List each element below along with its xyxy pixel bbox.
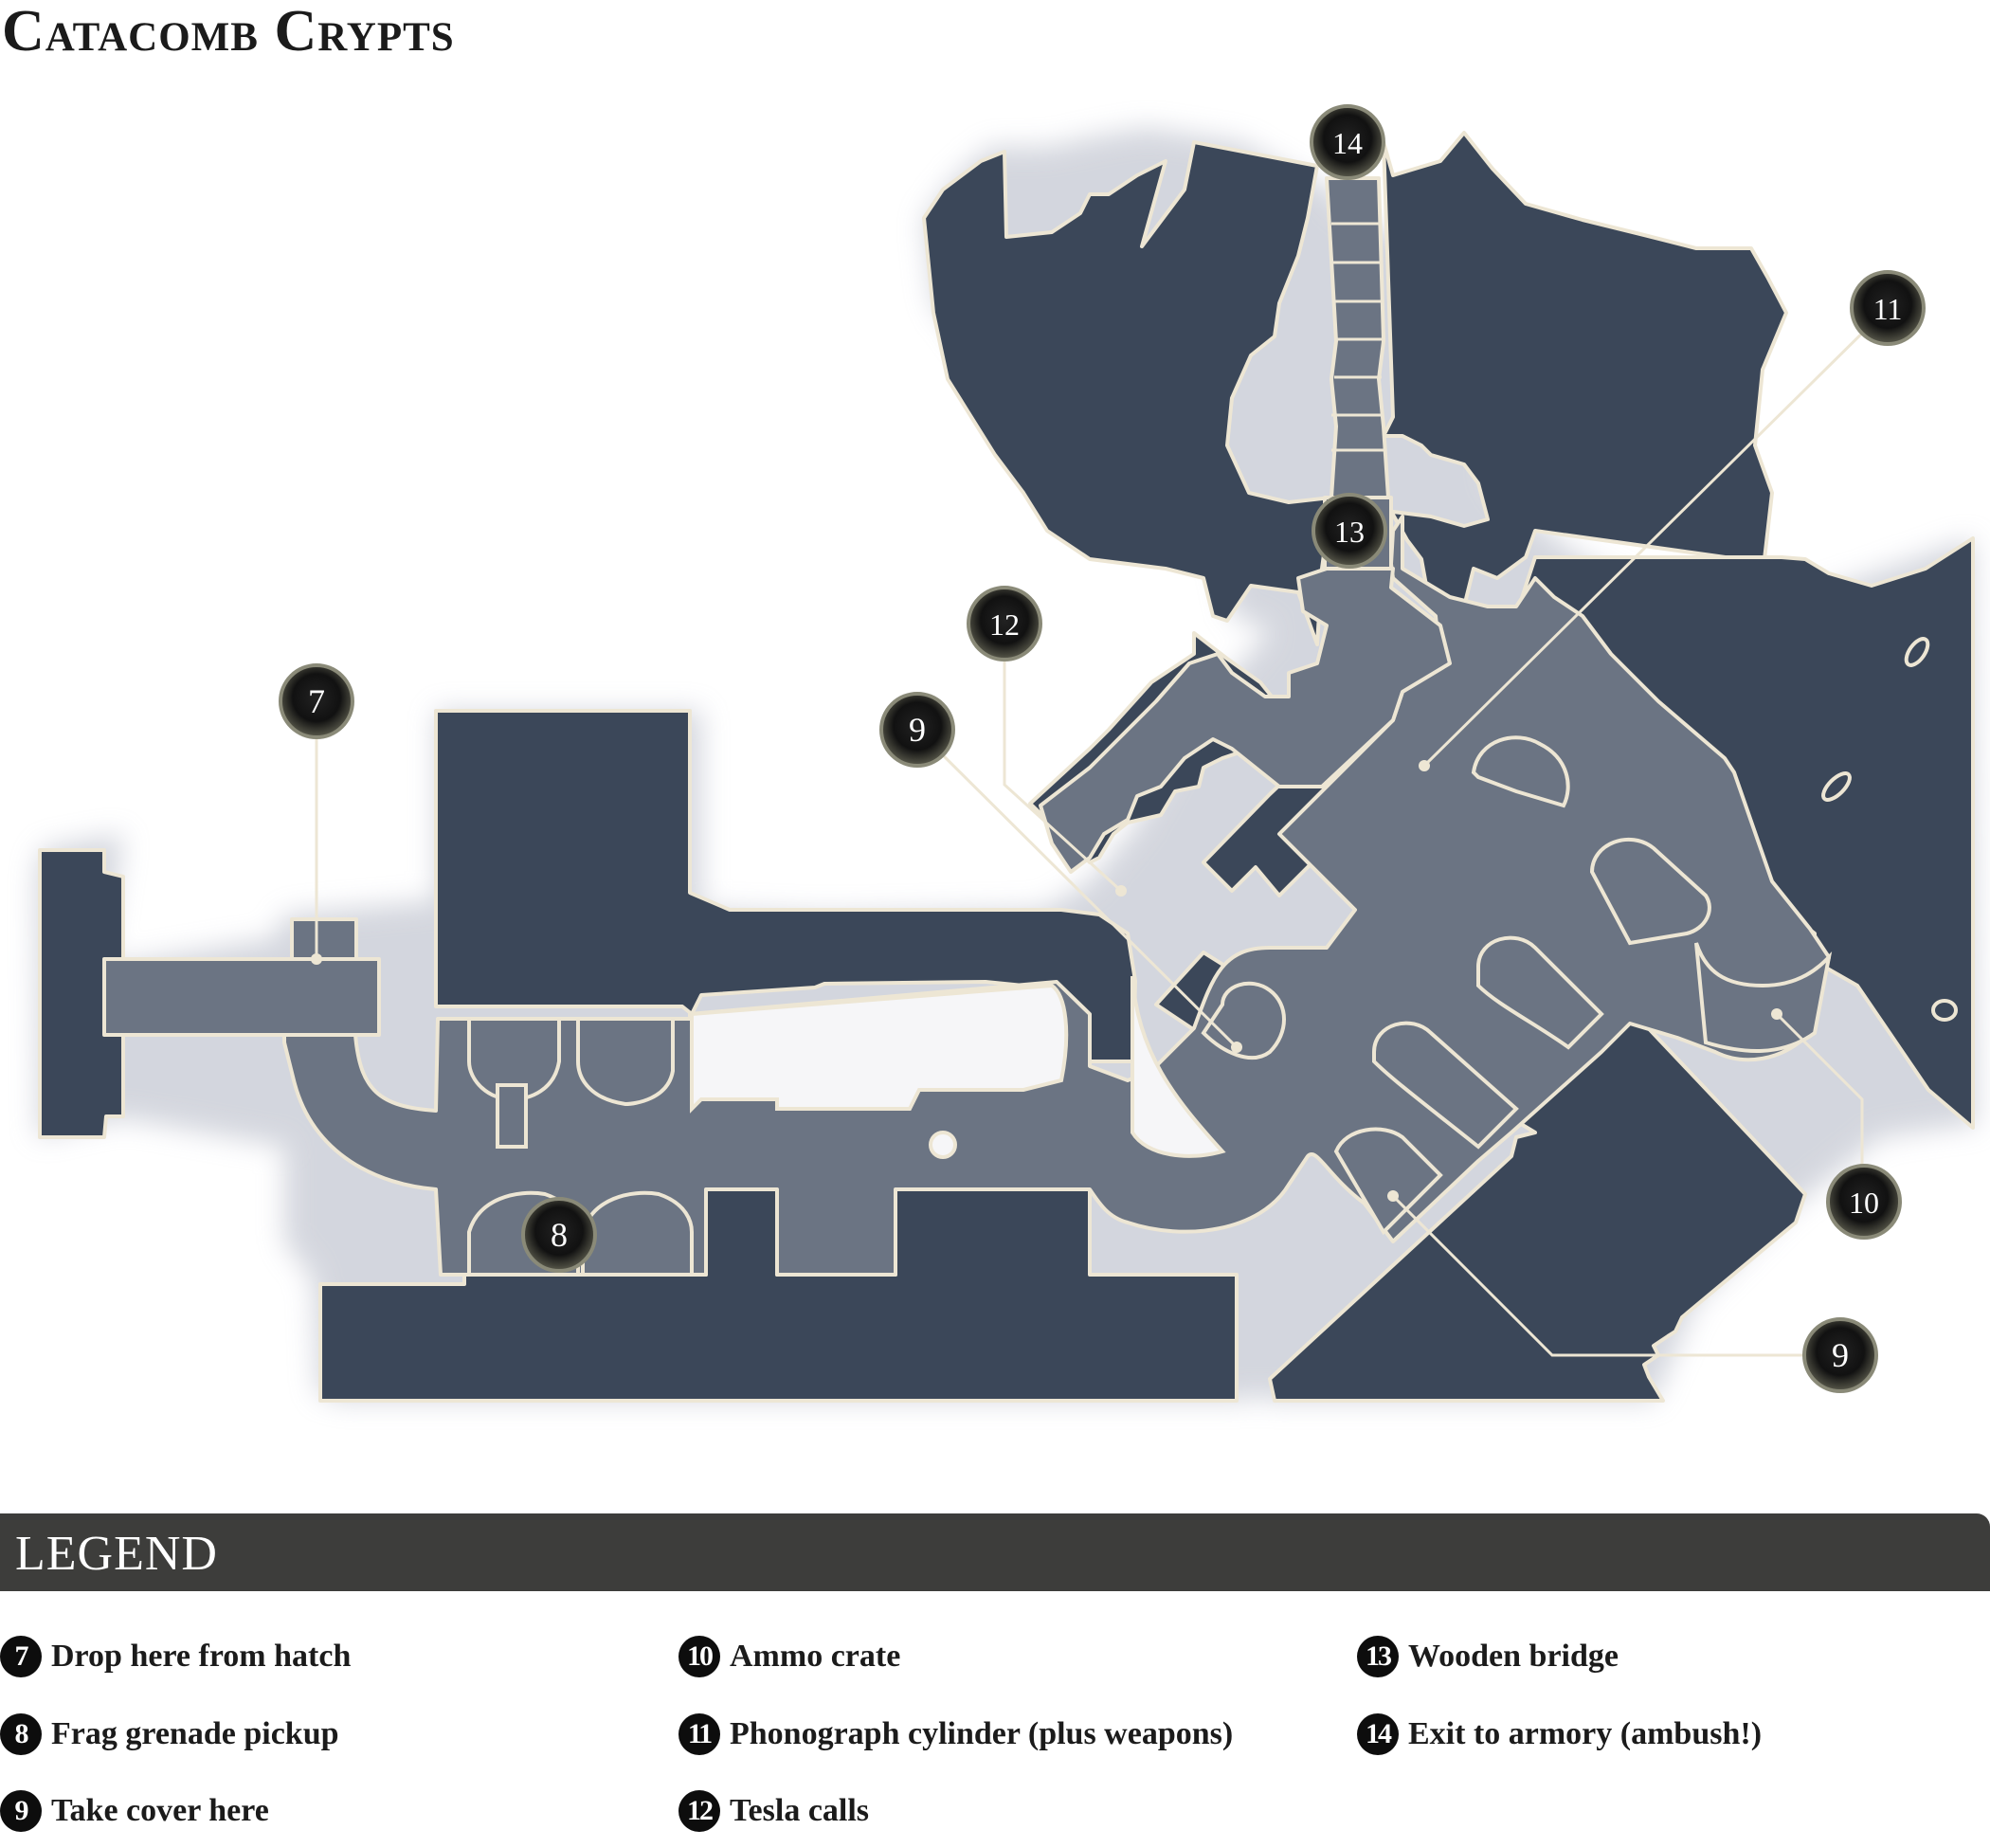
- legend-item-10: 10 Ammo crate: [678, 1633, 900, 1680]
- bridge-planks: [1331, 222, 1385, 452]
- marker-7-label: 7: [308, 682, 325, 720]
- legend-item-13: 13 Wooden bridge: [1357, 1633, 1619, 1680]
- legend-text-12: Tesla calls: [730, 1793, 870, 1828]
- legend-item-11: 11 Phonograph cylinder (plus weapons): [678, 1711, 1233, 1758]
- legend-text-10: Ammo crate: [730, 1639, 901, 1674]
- marker-10-label: 10: [1849, 1186, 1879, 1220]
- marker-7[interactable]: 7: [279, 663, 354, 739]
- marker-12[interactable]: 12: [967, 586, 1042, 661]
- legend-text-13: Wooden bridge: [1408, 1639, 1619, 1674]
- marker-9a-label: 9: [909, 711, 926, 749]
- east-ovals: [1821, 637, 1958, 1022]
- legend-text-7: Drop here from hatch: [51, 1639, 352, 1674]
- legend-title: LEGEND: [15, 1527, 218, 1581]
- marker-12-label: 12: [989, 607, 1020, 642]
- legend-badge-12: 12: [678, 1790, 720, 1832]
- legend-text-8: Frag grenade pickup: [51, 1716, 339, 1751]
- marker-11[interactable]: 11: [1850, 270, 1926, 346]
- marker-8[interactable]: 8: [521, 1197, 597, 1273]
- legend-badge-10: 10: [678, 1636, 720, 1677]
- legend-badge-7: 7: [0, 1636, 42, 1677]
- legend-text-14: Exit to armory (ambush!): [1408, 1716, 1763, 1751]
- map-canvas: 7 8 9 9 10 11 12 13 14: [36, 104, 1976, 1403]
- legend-badge-11: 11: [678, 1713, 720, 1755]
- marker-9b[interactable]: 9: [1802, 1317, 1878, 1393]
- map-title: Catacomb Crypts: [2, 0, 455, 63]
- legend-bar: [0, 1513, 1990, 1591]
- legend-item-9: 9 Take cover here: [0, 1787, 269, 1835]
- marker-14[interactable]: 14: [1310, 104, 1385, 180]
- marker-13-label: 13: [1334, 515, 1365, 549]
- legend-badge-14: 14: [1357, 1713, 1399, 1755]
- legend-item-14: 14 Exit to armory (ambush!): [1357, 1711, 1762, 1758]
- legend-badge-13: 13: [1357, 1636, 1399, 1677]
- marker-10[interactable]: 10: [1826, 1164, 1902, 1240]
- legend-badge-8: 8: [0, 1713, 42, 1755]
- marker-14-label: 14: [1332, 126, 1363, 160]
- marker-8-label: 8: [551, 1216, 568, 1254]
- marker-9b-label: 9: [1832, 1336, 1849, 1374]
- legend-badge-9: 9: [0, 1790, 42, 1832]
- legend-text-9: Take cover here: [51, 1793, 269, 1828]
- interior-islands: [690, 975, 1226, 1159]
- marker-13[interactable]: 13: [1312, 493, 1387, 569]
- legend-item-8: 8 Frag grenade pickup: [0, 1711, 339, 1758]
- callout-dots: [311, 760, 1782, 1202]
- legend-text-11: Phonograph cylinder (plus weapons): [730, 1716, 1234, 1751]
- legend-item-12: 12 Tesla calls: [678, 1787, 869, 1835]
- legend-item-7: 7 Drop here from hatch: [0, 1633, 351, 1680]
- marker-11-label: 11: [1873, 292, 1903, 326]
- marker-9a[interactable]: 9: [879, 692, 955, 768]
